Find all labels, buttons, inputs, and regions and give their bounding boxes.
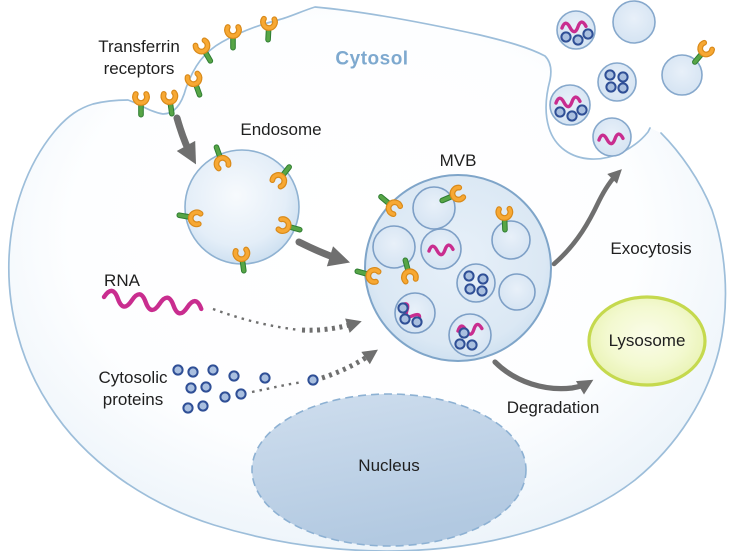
exosome: [612, 0, 656, 44]
intraluminal-vesicle: [372, 225, 416, 269]
label-transferrin-receptors: Transferrin receptors: [98, 36, 180, 78]
label-lysosome: Lysosome: [608, 330, 686, 350]
intraluminal-vesicle: [456, 263, 496, 303]
arrow-exocytosis: [551, 169, 622, 267]
label-exocytosis: Exocytosis: [610, 238, 692, 258]
lysosome: [587, 295, 707, 387]
arrow-internalization: [173, 114, 197, 165]
dotted-arrow-rna-to-mvb: [212, 307, 362, 333]
rna-squiggle-icon: [101, 288, 204, 316]
label-nucleus: Nucleus: [358, 455, 420, 475]
arrow-degradation: [492, 359, 594, 395]
intraluminal-vesicle: [412, 186, 456, 230]
label-degradation: Degradation: [506, 397, 600, 417]
label-rna: RNA: [104, 270, 140, 290]
arrow-endosome-to-mvb: [295, 238, 351, 267]
intraluminal-vesicle: [491, 220, 531, 260]
exosome: [597, 62, 637, 102]
label-endosome: Endosome: [240, 119, 322, 139]
label-cytosol: Cytosol: [335, 48, 409, 70]
intraluminal-vesicle: [498, 273, 536, 311]
nucleus: [251, 393, 527, 547]
exosome: [661, 54, 703, 96]
label-cytosolic-proteins: Cytosolic proteins: [98, 367, 168, 409]
intraluminal-vesicle: [420, 228, 462, 270]
endosome-circle: [184, 149, 300, 265]
label-mvb: MVB: [439, 150, 477, 170]
exosome: [592, 117, 632, 157]
